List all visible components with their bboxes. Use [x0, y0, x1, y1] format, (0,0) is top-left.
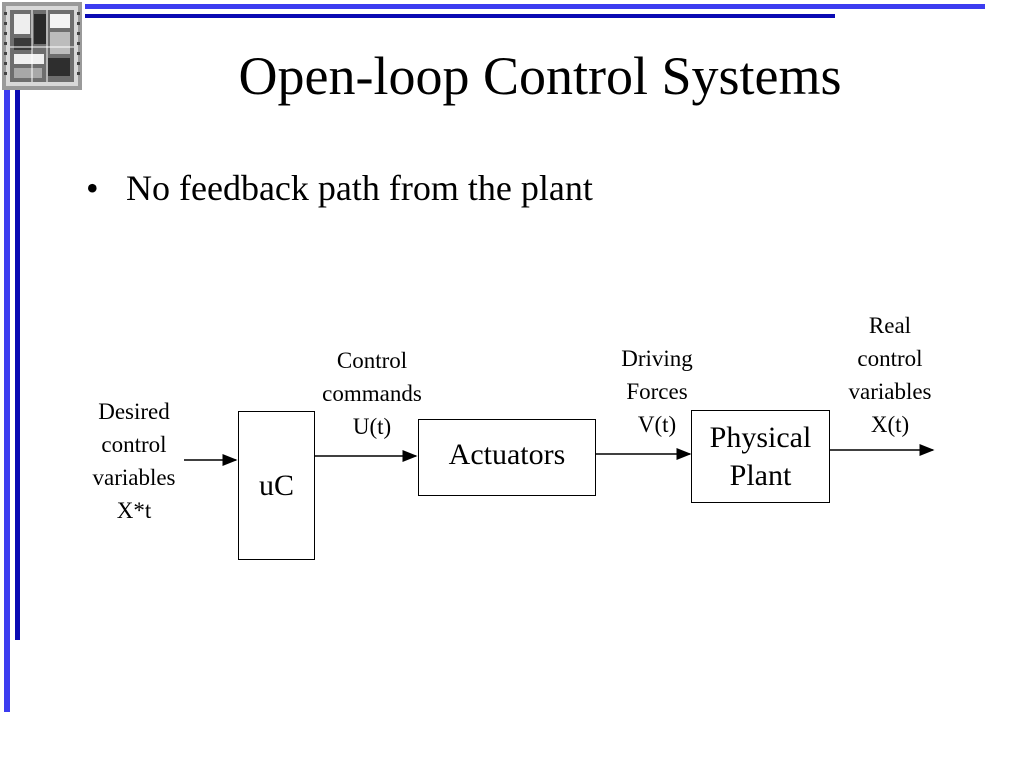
output-line-4: X(t)	[870, 412, 910, 437]
frame-left-bar	[4, 88, 10, 712]
control-commands-line-1: Control	[336, 348, 408, 373]
driving-forces-line-2: Forces	[626, 379, 688, 404]
output-line-3: variables	[848, 379, 932, 404]
input-line-1: Desired	[98, 399, 170, 424]
control-commands-line-2: commands	[322, 381, 422, 406]
actuators-block: Actuators	[418, 419, 596, 496]
bullet-dot-icon: •	[86, 168, 99, 208]
input-signal-label: Desired control variables X*t	[74, 395, 194, 527]
frame-top-inner-bar	[85, 14, 835, 18]
output-line-1: Real	[868, 313, 912, 338]
actuators-label: Actuators	[448, 438, 566, 471]
control-commands-label: Control commands U(t)	[302, 344, 442, 443]
input-line-2: control	[101, 432, 167, 457]
output-signal-label: Real control variables X(t)	[830, 309, 950, 441]
bullet-item: • No feedback path from the plant	[86, 165, 593, 211]
physical-plant-block: Physical Plant	[691, 410, 830, 503]
input-line-3: variables	[92, 465, 176, 490]
driving-forces-line-1: Driving	[621, 346, 693, 371]
controller-block: uC	[238, 411, 315, 560]
output-line-2: control	[857, 346, 923, 371]
chip-die-icon	[2, 2, 82, 90]
plant-label-line1: Physical	[709, 420, 812, 454]
driving-forces-label: Driving Forces V(t)	[597, 342, 717, 441]
control-commands-line-3: U(t)	[352, 414, 392, 439]
plant-label-line2: Plant	[729, 458, 792, 492]
bullet-text: No feedback path from the plant	[126, 168, 593, 208]
frame-top-bar	[85, 4, 985, 9]
driving-forces-line-3: V(t)	[637, 412, 677, 437]
controller-label: uC	[258, 468, 294, 502]
frame-left-inner-bar	[15, 88, 20, 640]
input-line-4: X*t	[116, 498, 152, 523]
page-title: Open-loop Control Systems	[238, 46, 842, 106]
